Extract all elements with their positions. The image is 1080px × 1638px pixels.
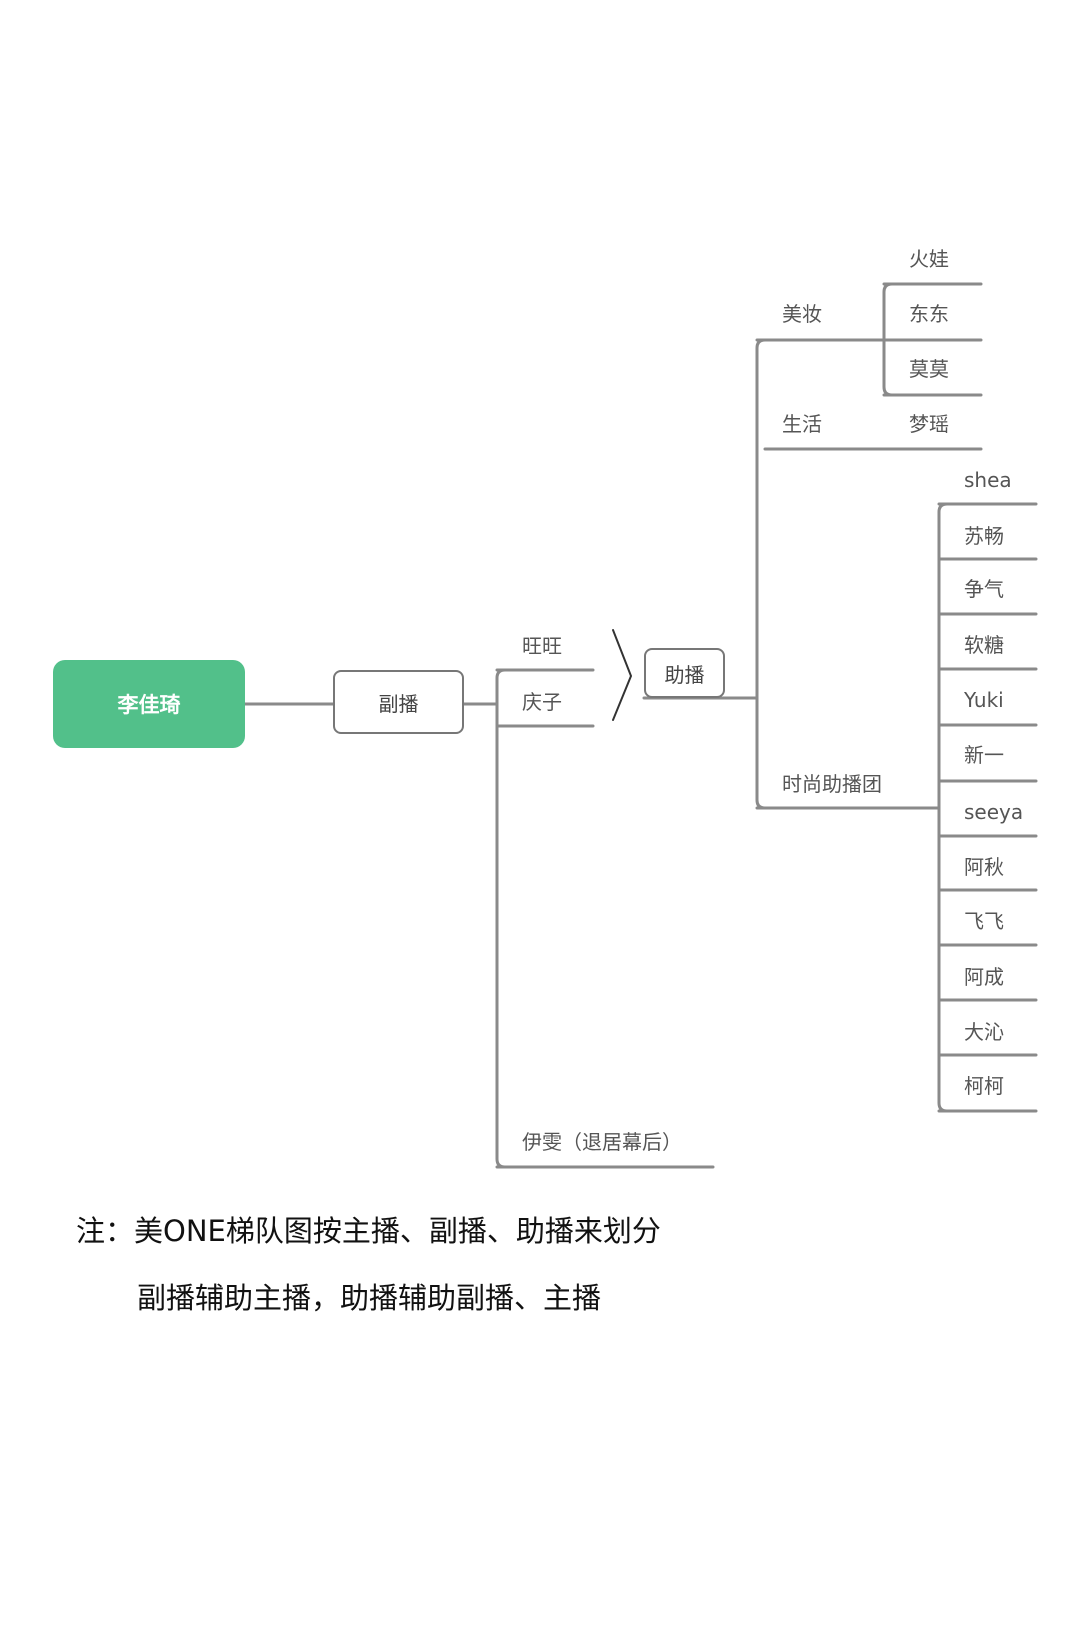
assistant-label: 助播 (664, 662, 705, 687)
group-label: 美妆 (782, 302, 822, 326)
vice-member: 伊雯（退居幕后） (522, 1130, 682, 1154)
root-node: 李佳琦 (53, 660, 245, 748)
vice-node: 副播 (333, 670, 464, 734)
fashion-lines (937, 502, 1038, 1113)
group-member: 新一 (964, 743, 1004, 767)
fashion-bracket (937, 502, 949, 1113)
assistant-node: 助播 (644, 648, 725, 698)
group-label: 生活 (782, 412, 822, 436)
group-member: 苏畅 (964, 524, 1004, 548)
note-line-1: 注：美ONE梯队图按主播、副播、助播来划分 (76, 1214, 661, 1248)
group-member: 大沁 (964, 1020, 1004, 1044)
group-member: 梦瑶 (909, 412, 949, 436)
group-member: shea (964, 468, 1012, 492)
group-label: 时尚助播团 (782, 772, 882, 796)
group-member: 飞飞 (964, 909, 1004, 933)
assistant-bracket (755, 338, 767, 810)
vice-label: 副播 (378, 691, 419, 716)
root-label: 李佳琦 (117, 693, 181, 717)
group-member: 东东 (909, 302, 949, 326)
group-member: 软糖 (964, 633, 1004, 657)
group-member: Yuki (964, 688, 1004, 712)
chevron-arrow (612, 629, 633, 721)
group-member: 柯柯 (964, 1074, 1004, 1098)
vice-member: 旺旺 (522, 634, 562, 658)
group-member: 火娃 (909, 247, 949, 271)
makeup-lines (882, 282, 983, 397)
note-line-2: 副播辅助主播，助播辅助副播、主播 (137, 1281, 602, 1315)
group-member: 阿成 (964, 965, 1004, 989)
group-member: seeya (964, 800, 1024, 824)
group-member: 争气 (964, 577, 1004, 601)
group-member: 莫莫 (909, 357, 949, 381)
group-member: 阿秋 (964, 855, 1004, 879)
vice-bracket (495, 668, 507, 1169)
vice-member: 庆子 (522, 690, 562, 714)
